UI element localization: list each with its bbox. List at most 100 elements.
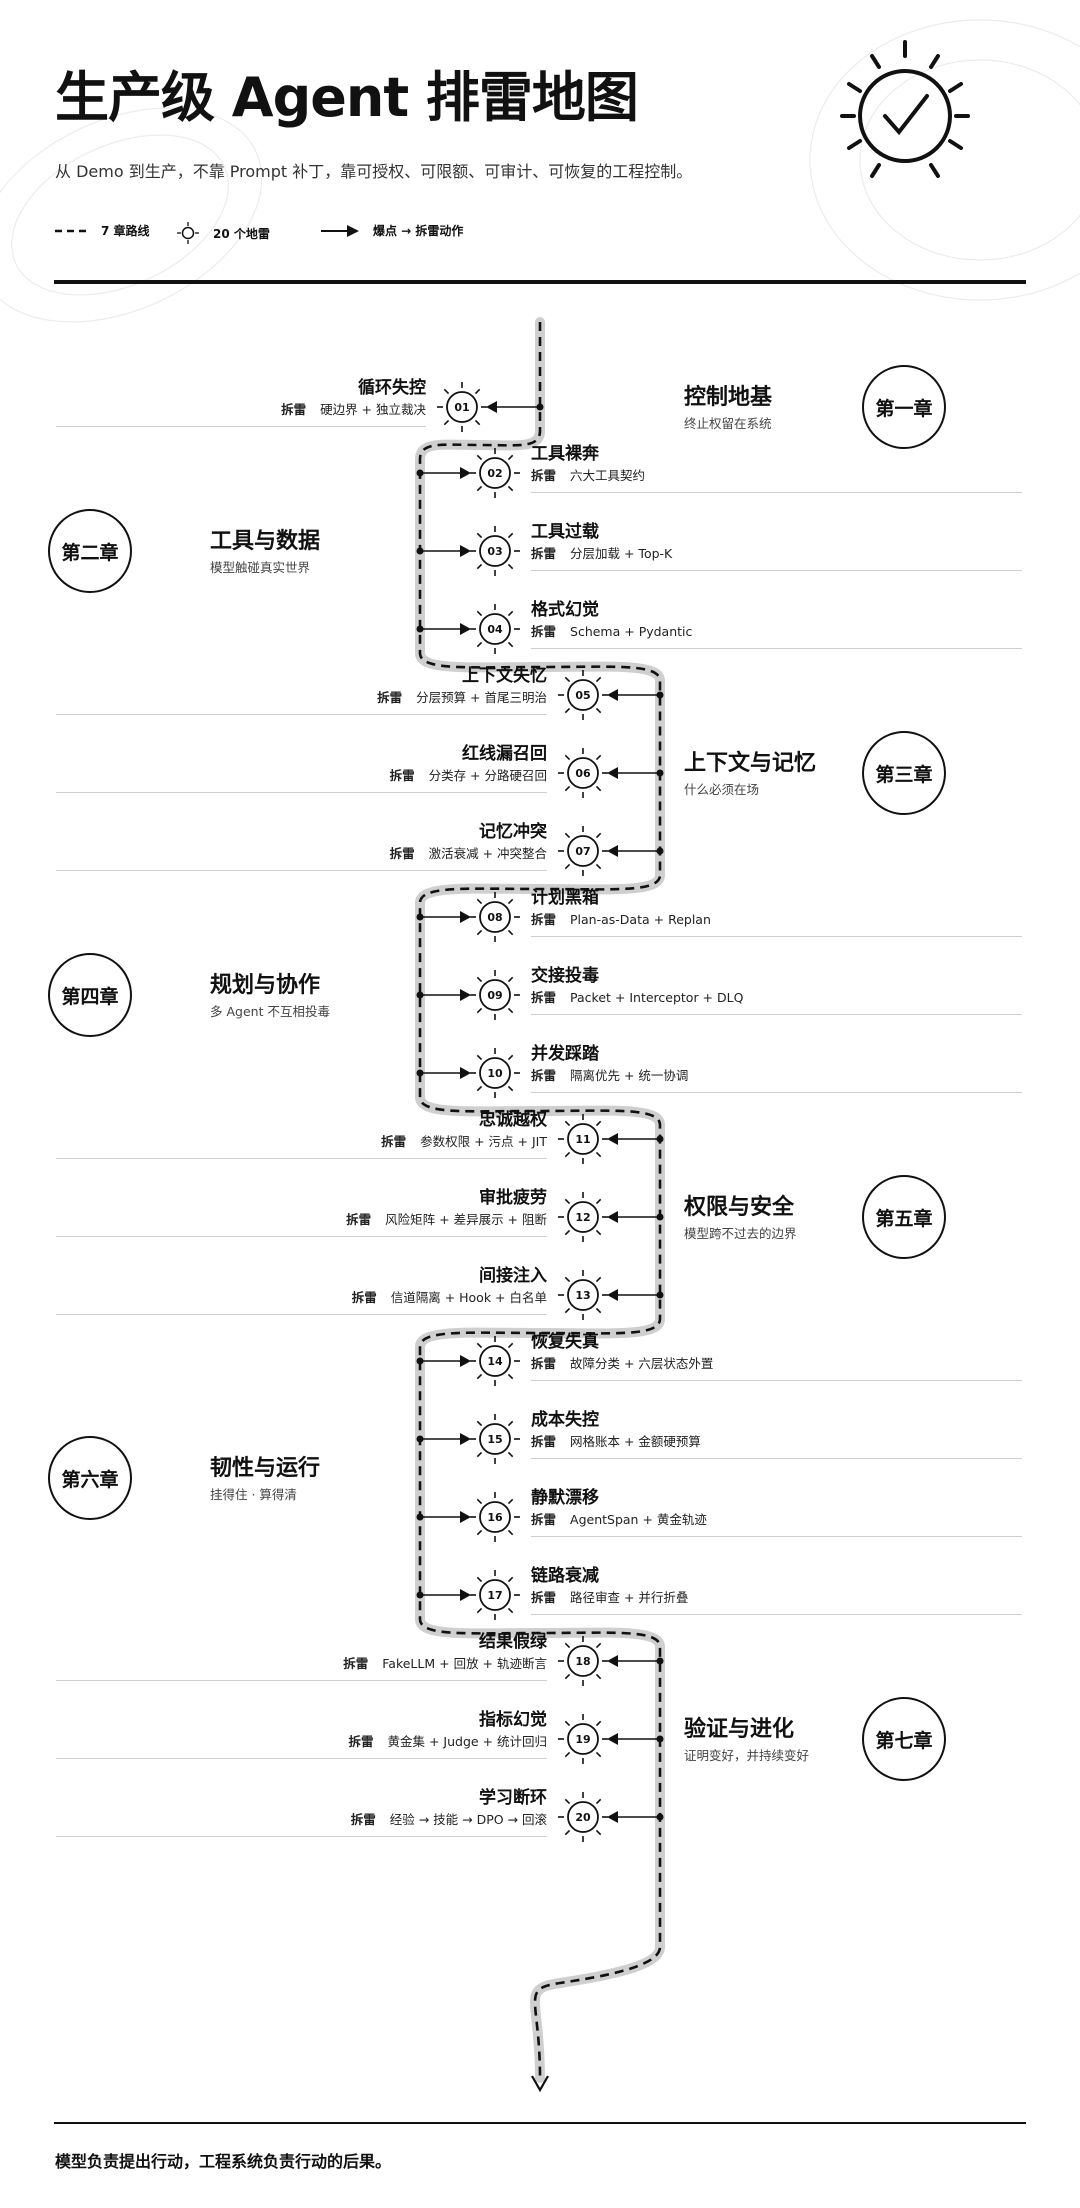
mine-divider	[56, 1758, 547, 1759]
mine-entry: 成本失控拆雷网格账本 + 金额硬预算	[531, 1405, 1022, 1461]
defuse-action-text: 隔离优先 + 统一协调	[570, 1068, 689, 1083]
mine-icon: 08	[470, 892, 520, 942]
mine-entry: 审批疲劳拆雷风险矩阵 + 差异展示 + 阻断	[56, 1183, 547, 1239]
chapter-subtitle: 终止权留在系统	[684, 416, 772, 431]
defuse-arrow-head	[607, 1655, 618, 1667]
defuse-action-text: 信道隔离 + Hook + 白名单	[390, 1290, 547, 1305]
mine-icon: 17	[470, 1570, 520, 1620]
mine-divider	[531, 648, 1022, 649]
mine-icon: 15	[470, 1414, 520, 1464]
defuse-action-text: 路径审查 + 并行折叠	[570, 1590, 689, 1605]
mine-action: 拆雷参数权限 + 污点 + JIT	[381, 1131, 547, 1150]
mine-action: 拆雷路径审查 + 并行折叠	[531, 1587, 688, 1606]
legend-arrow-label: 爆点 → 拆雷动作	[373, 224, 464, 238]
defuse-action-text: AgentSpan + 黄金轨迹	[570, 1512, 707, 1527]
route-dashed-line	[418, 322, 662, 2079]
mine-number: 06	[575, 767, 591, 780]
defuse-action-text: Schema + Pydantic	[570, 624, 693, 639]
defuse-label: 拆雷	[343, 1656, 369, 1671]
defuse-label: 拆雷	[350, 1812, 376, 1827]
mine-title: 成本失控	[531, 1410, 599, 1430]
mine-divider	[56, 426, 426, 427]
mine-number: 18	[575, 1655, 590, 1668]
mine-title: 工具过载	[531, 522, 599, 542]
defuse-arrow-head	[460, 545, 471, 557]
chapter-badge: 第二章	[48, 509, 132, 593]
mine-action: 拆雷激活衰减 + 冲突整合	[390, 843, 547, 862]
defuse-label: 拆雷	[348, 1734, 374, 1749]
legend-route-label: 7 章路线	[101, 224, 150, 238]
defuse-arrow-head	[607, 1811, 618, 1823]
mine-entry: 并发踩踏拆雷隔离优先 + 统一协调	[531, 1039, 1022, 1095]
defuse-action-text: 硬边界 + 独立裁决	[320, 402, 426, 417]
mine-title: 链路衰减	[531, 1566, 599, 1586]
mine-entry: 工具过载拆雷分层加载 + Top-K	[531, 517, 1022, 573]
mine-action: 拆雷分类存 + 分路硬召回	[390, 765, 547, 784]
mine-title: 忠诚越权	[479, 1110, 547, 1130]
defuse-arrow-head	[607, 845, 618, 857]
defuse-action-text: 黄金集 + Judge + 统计回归	[387, 1734, 547, 1749]
mine-divider	[531, 570, 1022, 571]
defuse-label: 拆雷	[389, 846, 415, 861]
mine-divider	[531, 936, 1022, 937]
mine-icon: 14	[470, 1336, 520, 1386]
page-title: 生产级 Agent 排雷地图	[55, 66, 639, 129]
chapter-subtitle: 挂得住 · 算得清	[210, 1487, 297, 1502]
mine-action: 拆雷硬边界 + 独立裁决	[281, 399, 426, 418]
mine-number: 04	[487, 623, 503, 636]
mine-title: 静默漂移	[531, 1488, 599, 1508]
chapter-title: 权限与安全	[684, 1195, 795, 1220]
mine-number: 13	[575, 1289, 590, 1302]
mine-title: 循环失控	[358, 378, 426, 398]
mine-icon: 18	[558, 1636, 608, 1686]
mine-number: 14	[487, 1355, 503, 1368]
mine-icon: 01	[437, 382, 487, 432]
mine-title: 记忆冲突	[479, 822, 547, 842]
defuse-arrow-head	[607, 1289, 618, 1301]
mine-title: 格式幻觉	[531, 600, 599, 620]
mine-action: 拆雷隔离优先 + 统一协调	[531, 1065, 688, 1084]
mine-icon: 11	[558, 1114, 608, 1164]
defuse-arrow-head	[460, 623, 471, 635]
arrow-icon	[321, 224, 359, 237]
mine-action: 拆雷信道隔离 + Hook + 白名单	[352, 1287, 547, 1306]
mine-number: 05	[575, 689, 590, 702]
mine-action: 拆雷网格账本 + 金额硬预算	[531, 1431, 701, 1450]
chapter-badge: 第一章	[862, 365, 946, 449]
defuse-label: 拆雷	[381, 1134, 407, 1149]
mine-icon: 12	[558, 1192, 608, 1242]
mine-action: 拆雷经验 → 技能 → DPO → 回滚	[351, 1809, 547, 1828]
defuse-arrow-head	[460, 1067, 471, 1079]
defuse-label: 拆雷	[531, 1590, 557, 1605]
defuse-arrow-head	[460, 1355, 471, 1367]
chapter-title: 控制地基	[684, 385, 773, 410]
mine-icon: 07	[558, 826, 608, 876]
defuse-action-text: FakeLLM + 回放 + 轨迹断言	[382, 1656, 547, 1671]
mine-entry: 红线漏召回拆雷分类存 + 分路硬召回	[56, 739, 547, 795]
defuse-action-text: 六大工具契约	[570, 468, 646, 483]
defuse-arrow-head	[486, 401, 497, 413]
mine-action: 拆雷分层加载 + Top-K	[531, 543, 672, 562]
mine-icon: 13	[558, 1270, 608, 1320]
mine-entry: 链路衰减拆雷路径审查 + 并行折叠	[531, 1561, 1022, 1617]
mine-divider	[56, 1680, 547, 1681]
defuse-action-text: 故障分类 + 六层状态外置	[570, 1356, 714, 1371]
mine-number: 17	[487, 1589, 502, 1602]
mine-title: 计划黑箱	[531, 888, 599, 908]
mine-divider	[56, 714, 547, 715]
defuse-label: 拆雷	[531, 624, 557, 639]
chapter-badge: 第六章	[48, 1436, 132, 1520]
chapter-subtitle: 什么必须在场	[684, 782, 760, 797]
mine-icon: 09	[470, 970, 520, 1020]
mine-number: 07	[575, 845, 590, 858]
footer-divider	[54, 2122, 1026, 2124]
defuse-label: 拆雷	[531, 1356, 557, 1371]
defuse-label: 拆雷	[531, 546, 557, 561]
mine-divider	[531, 1092, 1022, 1093]
mine-title: 恢复失真	[531, 1332, 599, 1352]
